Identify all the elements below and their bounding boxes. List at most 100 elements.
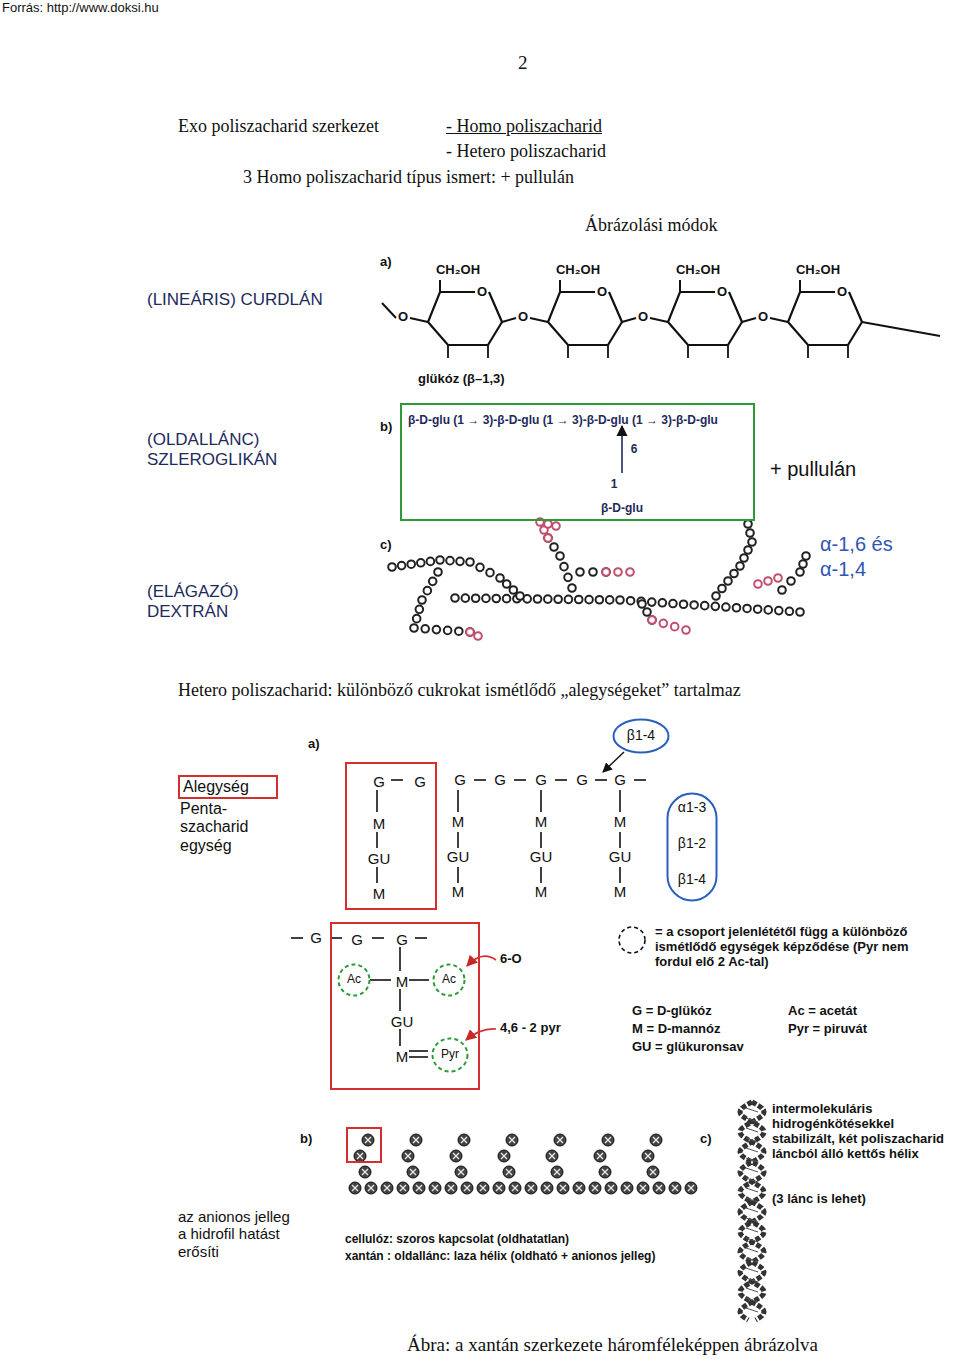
glycosidic-bond xyxy=(770,318,788,322)
glucose-bead xyxy=(424,587,432,595)
glucose-bead xyxy=(503,580,511,588)
node-text: β-D-glu (1 → 3)-β-D-glu (1 → 3)-β-D-glu … xyxy=(408,414,718,427)
node-text: M xyxy=(373,886,386,903)
outline xyxy=(433,1039,468,1072)
bond xyxy=(457,867,459,883)
helix-strand xyxy=(740,1102,764,1320)
node-text: G xyxy=(396,932,408,949)
glucose-bead xyxy=(648,616,656,624)
sugar-bead xyxy=(669,1182,681,1194)
glucose-bead xyxy=(643,608,651,616)
bead xyxy=(397,1182,409,1194)
bead-mark xyxy=(602,1169,608,1175)
glucose-bead xyxy=(388,563,396,571)
hydrogen-bond xyxy=(746,1278,758,1282)
glucose-bead xyxy=(596,596,604,604)
label-text: glükóz (β–1,3) xyxy=(418,372,505,387)
bond xyxy=(847,345,849,358)
hydrogen-bond xyxy=(746,1108,758,1112)
bead xyxy=(602,1134,614,1146)
glucose-bead xyxy=(786,607,794,615)
glucose-bead xyxy=(659,599,667,607)
node-text: Ac xyxy=(347,973,361,986)
sugar-bead xyxy=(551,1166,563,1178)
bead xyxy=(503,1166,515,1178)
glucose-bead xyxy=(486,569,494,577)
glucose-bead xyxy=(550,543,558,551)
bead-mark xyxy=(432,1185,438,1191)
label-text: G xyxy=(494,771,506,788)
bead xyxy=(362,1134,374,1146)
sugar-bead xyxy=(365,1182,377,1194)
glucose-bead xyxy=(660,620,668,628)
sugar-bead xyxy=(541,1182,553,1194)
hydrogen-bond xyxy=(746,1288,758,1292)
glucose-bead xyxy=(718,585,726,593)
caption: Ábra: a xantán szerkezete háromféleképpe… xyxy=(407,1334,818,1356)
bond xyxy=(399,947,401,971)
label-text: O xyxy=(397,310,409,325)
xanthan-bead-model xyxy=(349,1134,697,1194)
label-text: M xyxy=(535,883,548,900)
sugar-bead xyxy=(498,1150,510,1162)
sugar-bead xyxy=(458,1134,470,1146)
bead-mark xyxy=(448,1185,454,1191)
glucose-bead xyxy=(740,554,748,562)
glucose-bead xyxy=(472,594,480,602)
glucose-bead xyxy=(712,592,720,600)
glycosidic-bond xyxy=(622,318,636,322)
dextran-branch xyxy=(536,518,560,542)
sugar-bead xyxy=(637,1182,649,1194)
label-text: Penta- szacharid egység xyxy=(180,800,262,855)
hydrogen-bond xyxy=(746,1158,758,1162)
hydrogen-bond xyxy=(746,1228,758,1232)
glucose-bead xyxy=(602,568,610,576)
sugar-bead xyxy=(594,1150,606,1162)
glucose-bead xyxy=(733,604,741,612)
bead-mark xyxy=(549,1153,555,1159)
bead-mark xyxy=(400,1185,406,1191)
bead-mark xyxy=(362,1169,368,1175)
glucose-bead xyxy=(602,568,610,576)
bead xyxy=(455,1166,467,1178)
glucose-bead xyxy=(496,574,504,582)
bond xyxy=(439,280,441,292)
pentasaccharide-box: GGMGUM xyxy=(345,762,437,910)
bead xyxy=(402,1150,414,1162)
bead xyxy=(605,1182,617,1194)
bead xyxy=(669,1182,681,1194)
bond xyxy=(807,345,809,358)
label-text: O xyxy=(476,285,488,300)
glucose-bead xyxy=(466,628,474,636)
label-text: O xyxy=(757,310,769,325)
label-text: CH₂OH xyxy=(556,263,600,278)
glucose-bead xyxy=(799,560,807,568)
sugar-bead xyxy=(509,1182,521,1194)
glucose-bead xyxy=(744,546,752,554)
node-text: 1 xyxy=(611,478,618,491)
glucose-bead xyxy=(410,624,418,632)
outline xyxy=(339,965,370,996)
bond xyxy=(799,280,801,292)
glucose-bead xyxy=(433,626,441,634)
glucose-bead xyxy=(451,594,459,602)
highlight-box xyxy=(347,1128,381,1162)
bead xyxy=(429,1182,441,1194)
hydrogen-bond xyxy=(746,1258,758,1262)
bead xyxy=(354,1150,366,1162)
label-text: 4,6 - 2 pyr xyxy=(500,1021,561,1036)
bond xyxy=(376,867,378,883)
glucose-bead xyxy=(446,557,454,565)
callout-arrow xyxy=(466,1029,496,1040)
glucose-bead xyxy=(787,577,795,585)
outline xyxy=(434,965,465,996)
glucose-bead xyxy=(589,568,597,576)
bond xyxy=(687,345,689,358)
glucose-bead xyxy=(754,605,762,613)
bead-mark xyxy=(512,1185,518,1191)
hydrogen-bond xyxy=(746,1178,758,1182)
bead xyxy=(594,1150,606,1162)
glucose-bead xyxy=(474,632,482,640)
label-text: 6-O xyxy=(500,952,522,967)
sugar-bead xyxy=(605,1182,617,1194)
